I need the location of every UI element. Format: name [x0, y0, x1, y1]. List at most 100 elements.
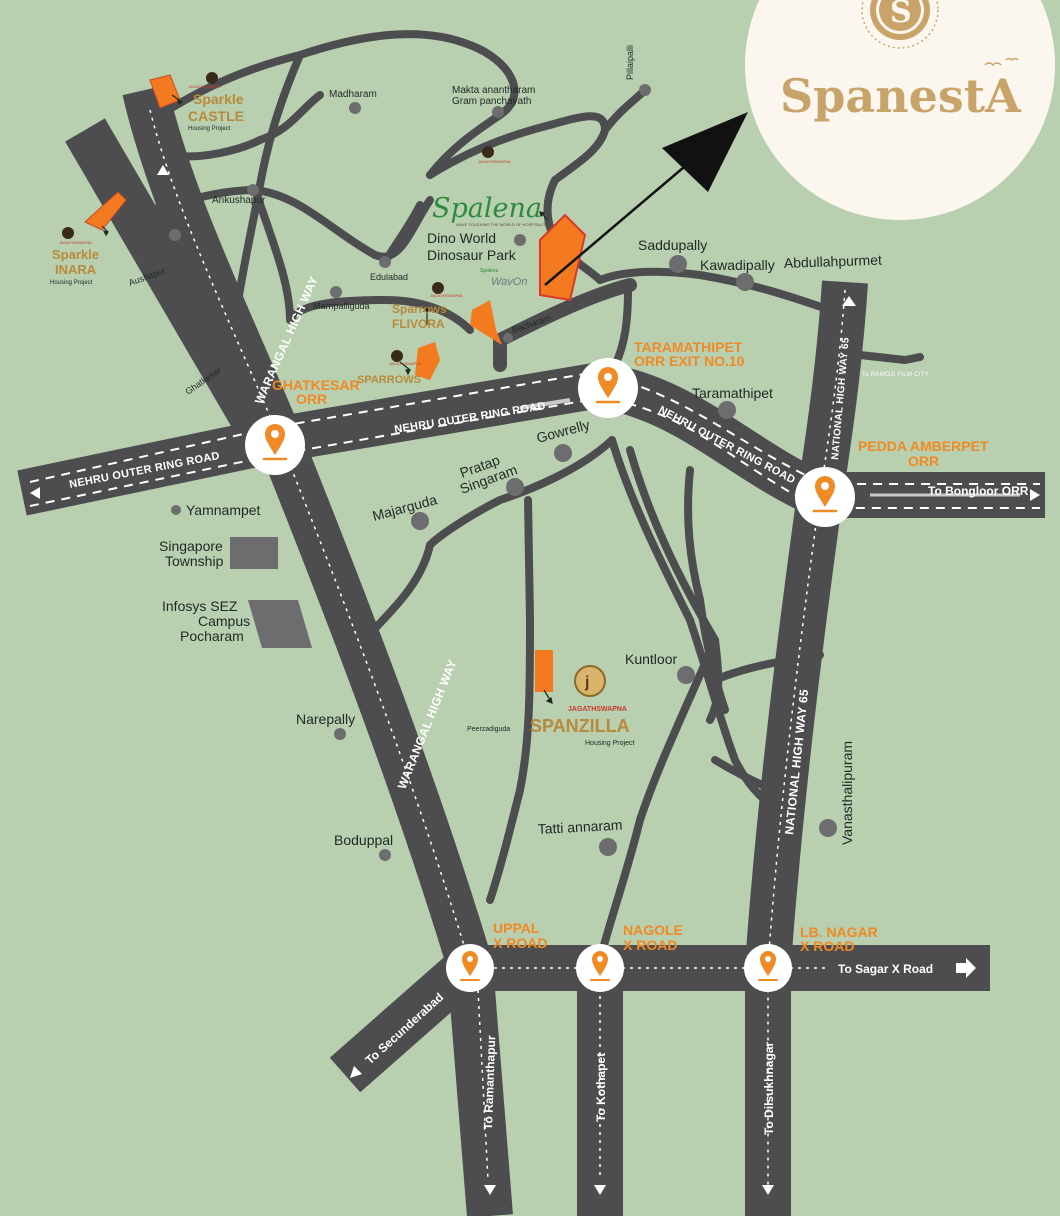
- brand-logo: S SpanestA: [745, 0, 1055, 220]
- uppal-junction-label-1: UPPAL: [493, 920, 540, 936]
- singapore-label-2: Township: [165, 553, 224, 569]
- taramathipet-junction-label-2: ORR EXIT NO.10: [634, 353, 745, 369]
- junction-markers: [245, 358, 855, 992]
- pedda-amberpet-junction: [795, 467, 855, 527]
- to-dilsukhnagar-label: To Dilsukhnagar: [762, 1042, 776, 1135]
- taramathipet-label: Taramathipet: [692, 385, 773, 401]
- location-pin-icon: [815, 476, 835, 507]
- lb-nagar-junction-label-2: X ROAD: [800, 938, 854, 954]
- inara-brand: JAGATHSWAPNA: [59, 240, 92, 245]
- kawadipally-dot: [736, 273, 754, 291]
- southwest-arrow-icon: [350, 1066, 362, 1078]
- uppal-junction-label-2: X ROAD: [493, 935, 547, 951]
- pratap-singaram-dot: [506, 478, 524, 496]
- large-arrow-icon: [662, 112, 748, 192]
- marripalliguda-label: Marripalliguda: [313, 301, 370, 311]
- brand-circle: [745, 0, 1055, 220]
- castle-title-2: CASTLE: [188, 108, 244, 124]
- location-pin-icon: [592, 951, 608, 976]
- ghatkesar-junction-label-2: ORR: [296, 391, 327, 407]
- south-arrow-icon: [762, 1185, 774, 1195]
- castle-title-1: Sparkle: [193, 91, 244, 107]
- ghatkesar-junction: [245, 415, 305, 475]
- makta-label-2: Gram panchayath: [452, 96, 532, 107]
- edulabad-label: Edulabad: [370, 272, 408, 282]
- bacharam-dot: [503, 333, 513, 343]
- castle-brand: JAGATHSWAPNA: [188, 84, 221, 89]
- pointer-arrow-icon: [405, 369, 411, 376]
- ankushapur-dot: [247, 184, 259, 196]
- pillaipalli-label: Pillaipalli: [625, 45, 635, 80]
- inara-sub: Housing Project: [50, 280, 93, 286]
- brand-seal-icon: [861, 0, 939, 49]
- jagathswapna-badge-icon: [206, 72, 218, 84]
- east-arrow-icon: [1030, 489, 1040, 501]
- jagathswapna-seal-icon: [574, 665, 606, 697]
- pedda-junction-label-2: ORR: [908, 453, 939, 469]
- dino-world-label-1: Dino World: [427, 230, 496, 246]
- location-pin-icon: [760, 951, 776, 976]
- saddupally-dot: [669, 255, 687, 273]
- jagathswapna-badge-icon: [391, 350, 403, 362]
- pointer-arrow-icon: [422, 304, 432, 312]
- boduppal-dot: [379, 849, 391, 861]
- saddupally-label: Saddupally: [638, 237, 707, 253]
- vanasthalipuram-label: Vanasthalipuram: [839, 741, 855, 845]
- village-dots: [169, 84, 837, 861]
- boduppal-label: Boduppal: [334, 832, 393, 848]
- east-arrow-icon: [956, 958, 976, 978]
- spalena-brand: JAGATHSWAPNA: [478, 159, 511, 164]
- to-sagar-label: To Sagar X Road: [838, 962, 933, 976]
- bird-icon: [1005, 57, 1019, 62]
- plot-pointers: [101, 94, 553, 704]
- infosys-label-2: Campus: [198, 613, 250, 629]
- tatti-annaram-dot: [599, 838, 617, 856]
- west-arrow-icon: [30, 487, 40, 499]
- pointer-arrow-icon: [102, 230, 109, 237]
- waveon-title: WavOn: [491, 276, 527, 288]
- kuntloor-dot: [677, 666, 695, 684]
- location-pin-icon: [598, 367, 618, 398]
- spalena-tagline: WAVE TOUCHING THE WORLD OF HOSPITALITY: [456, 222, 548, 227]
- abdullahpurmet-label: Abdullahpurmet: [784, 252, 883, 271]
- south-arrow-icon: [484, 1185, 496, 1195]
- castle-sub: Housing Project: [188, 126, 231, 132]
- yamnampet-dot: [171, 505, 181, 515]
- singapore-township-block: [230, 537, 278, 569]
- spanzilla-sub: Housing Project: [585, 740, 634, 747]
- spanzilla-title: SPANZILLA: [530, 716, 630, 736]
- flivora-title-2: FLIVORA: [392, 317, 445, 331]
- jagathswapna-badge-icon: [432, 282, 444, 294]
- north-arrow-icon: [842, 296, 856, 306]
- jagathswapna-badge-icon: [62, 227, 74, 239]
- brand-seal-letter: S: [890, 0, 912, 30]
- lb-nagar-junction: [744, 944, 792, 992]
- vanasthalipuram-dot: [819, 819, 837, 837]
- sparrows-brand: JAGATHSWAPNA: [389, 361, 422, 366]
- svg-text:j: j: [584, 674, 589, 691]
- taramathipet-dot: [718, 401, 736, 419]
- pointer-arrow-icon: [539, 211, 546, 218]
- infosys-label-3: Pocharam: [180, 628, 244, 644]
- nagole-junction-label-2: X ROAD: [623, 937, 677, 953]
- project-labels: JAGATHSWAPNA Sparkle CASTLE Housing Proj…: [50, 84, 634, 747]
- infosys-sez-block: [248, 600, 312, 648]
- uppal-junction: [446, 944, 494, 992]
- nagole-junction-label-1: NAGOLE: [623, 922, 683, 938]
- pointer-arrow-icon: [177, 98, 184, 105]
- inara-title-1: Sparkle: [52, 247, 99, 262]
- makta-dot: [492, 106, 504, 118]
- pointer-arrow-icon: [545, 696, 553, 704]
- narepally-label: Narepally: [296, 711, 355, 727]
- narepally-dot: [334, 728, 346, 740]
- to-bongloor-label: To Bongloor ORR: [928, 484, 1029, 498]
- bird-icon: [984, 62, 1002, 67]
- infosys-label-1: Infosys SEZ: [162, 598, 238, 614]
- dino-world-dot: [514, 234, 526, 246]
- gowrelly-dot: [554, 444, 572, 462]
- kuntloor-label: Kuntloor: [625, 651, 677, 667]
- taramathipet-junction-label-1: TARAMATHIPET: [634, 339, 743, 355]
- orr-lane-highlight: [519, 398, 571, 410]
- spanzilla-plot: [535, 650, 553, 692]
